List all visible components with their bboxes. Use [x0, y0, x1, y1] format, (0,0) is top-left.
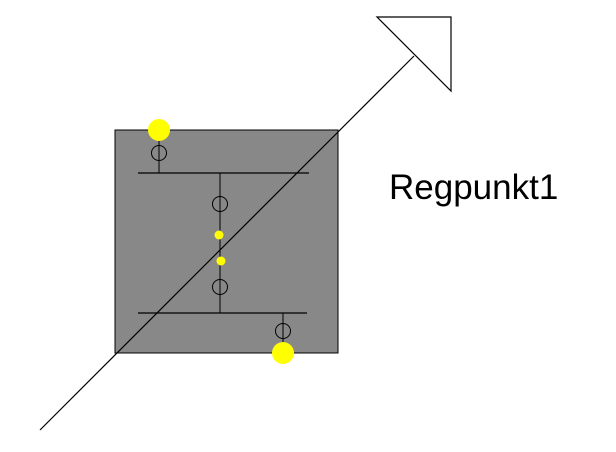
regpunkt-label: Regpunkt1 [389, 168, 559, 207]
center-upper-connection-point[interactable] [214, 230, 224, 240]
arrowhead-icon[interactable] [375, 16, 452, 93]
diagonal-axis-line [39, 55, 415, 431]
top-left-switch-icon[interactable] [151, 145, 167, 161]
center-lower-connection-point[interactable] [216, 256, 226, 266]
gray-box[interactable] [114, 129, 339, 354]
center-lower-switch-icon[interactable] [212, 279, 228, 295]
center-upper-switch-icon[interactable] [212, 196, 228, 212]
bottom-right-connection-point[interactable] [272, 342, 294, 364]
top-left-connection-point[interactable] [148, 119, 170, 141]
bottom-right-switch-icon[interactable] [275, 323, 291, 339]
